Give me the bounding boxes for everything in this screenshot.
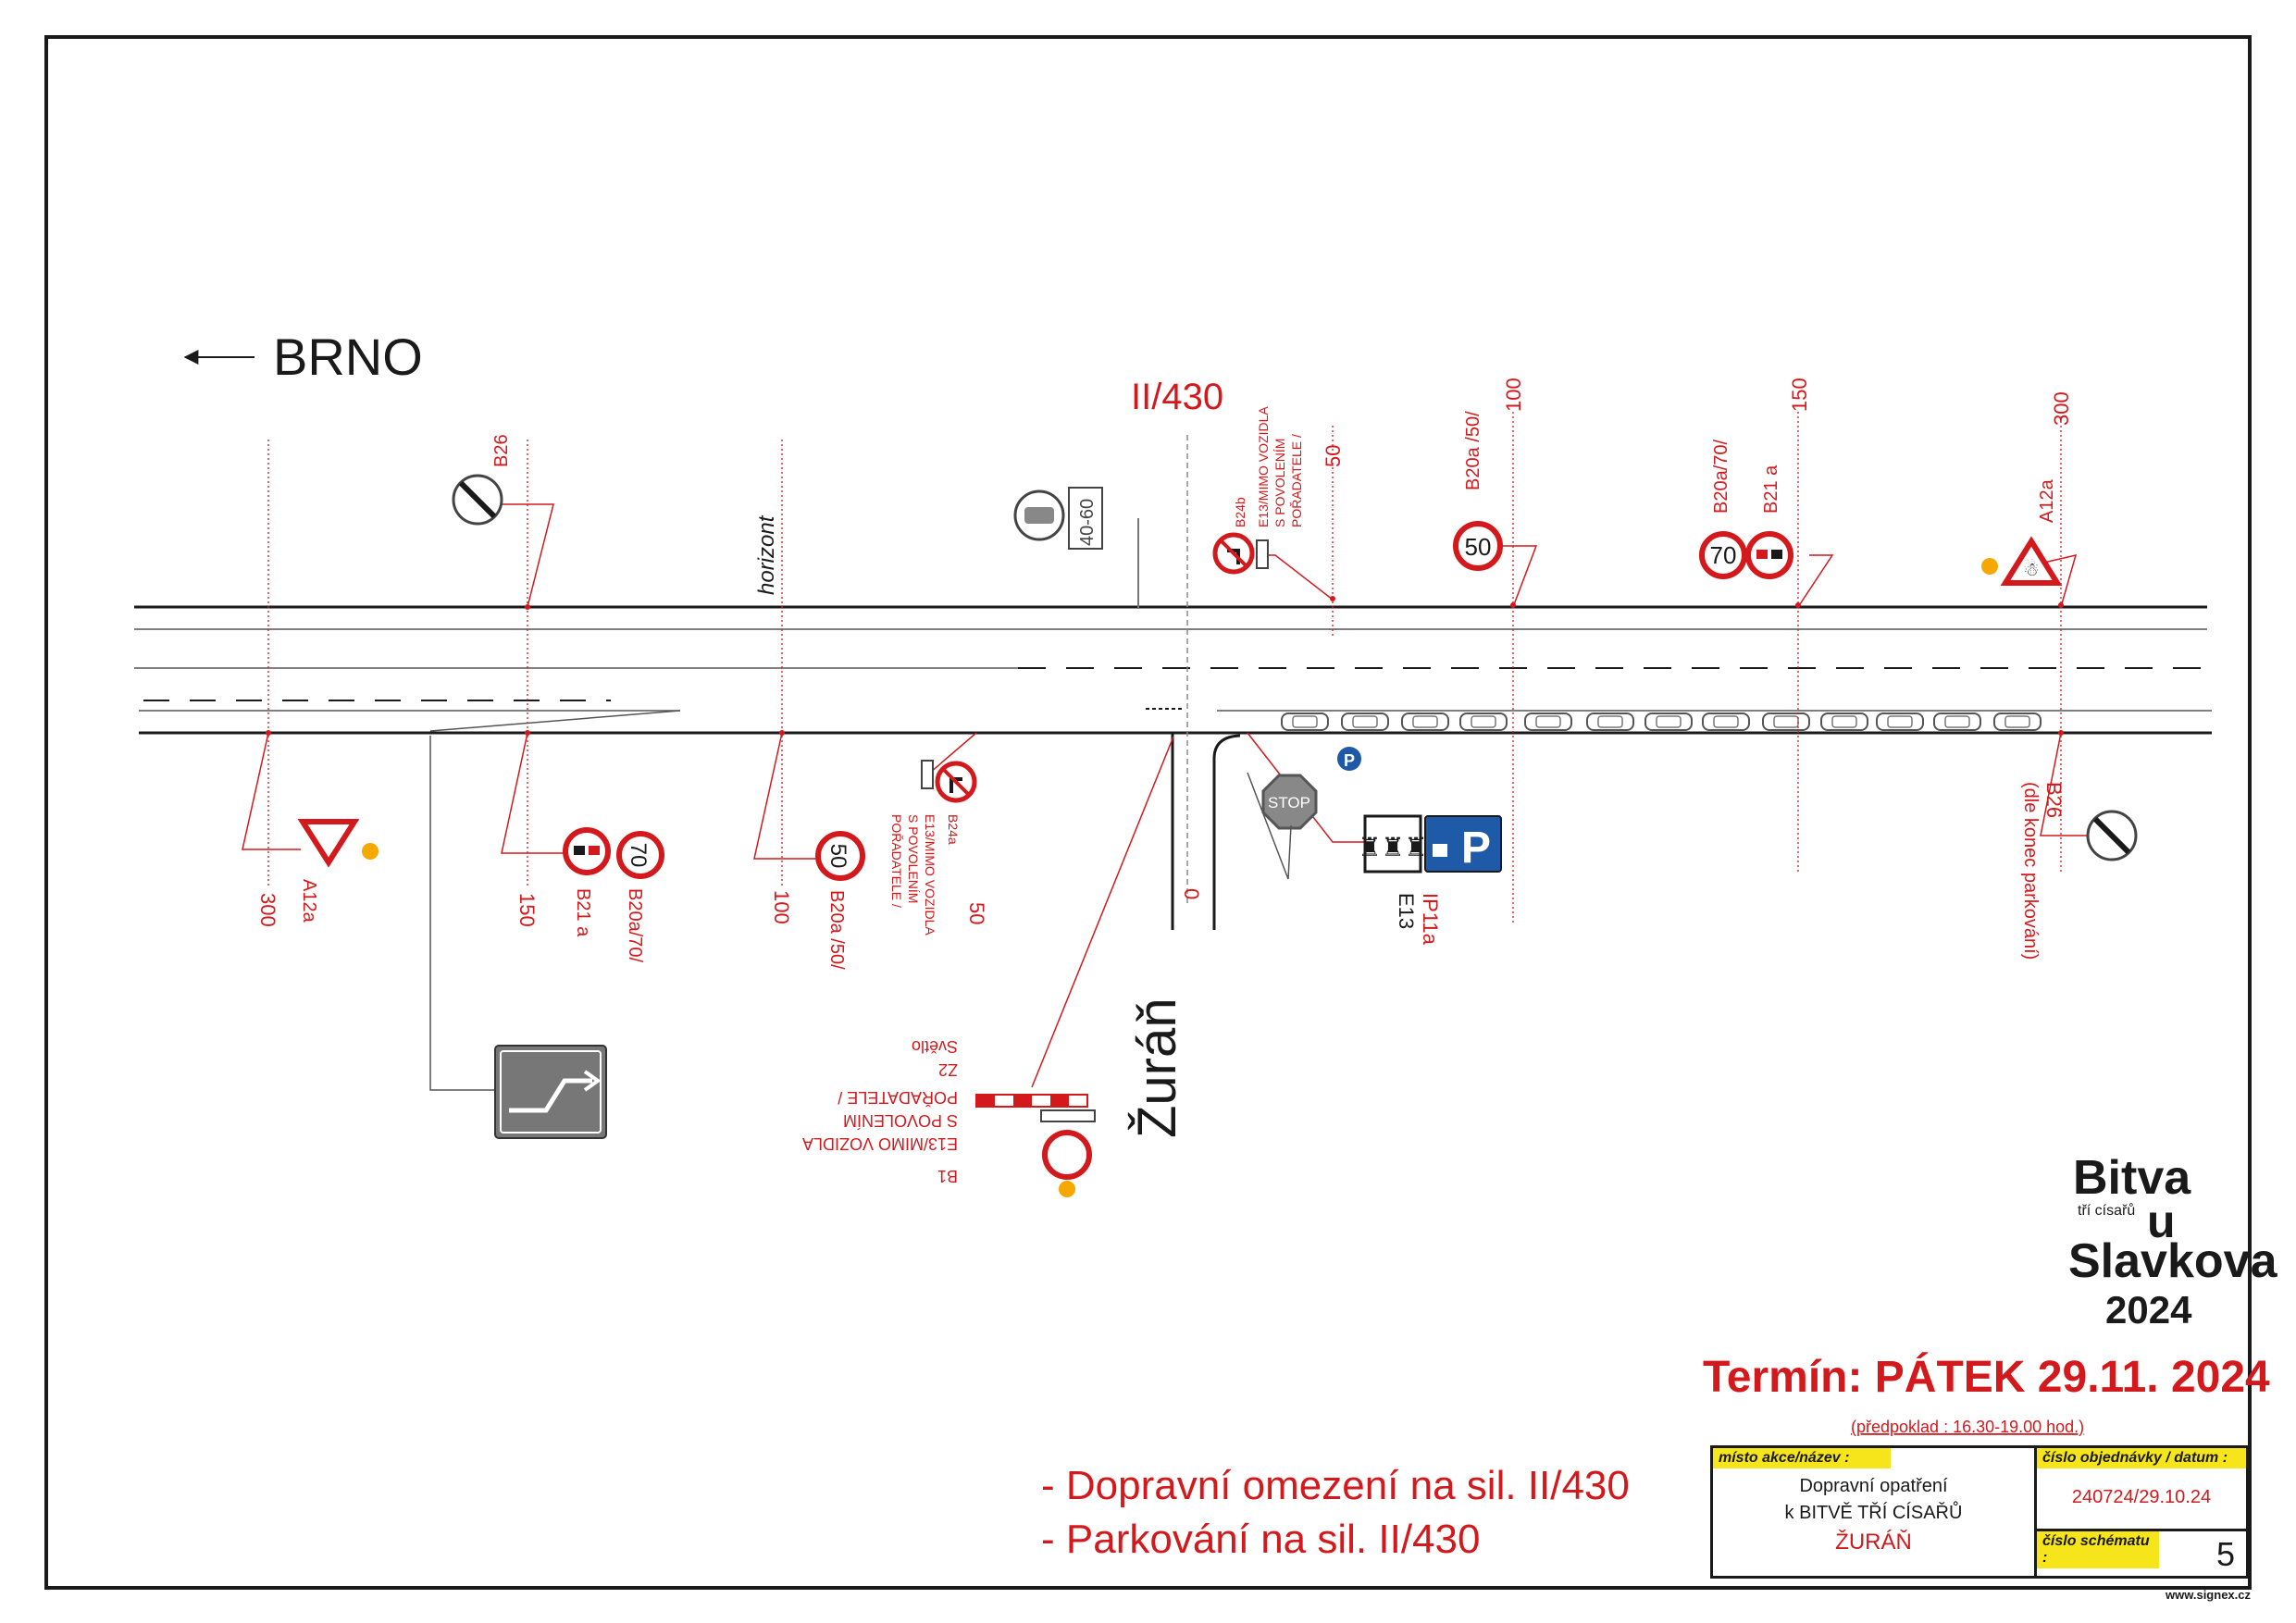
company-url: www.signex.cz bbox=[2165, 1588, 2251, 1602]
b24a-sign bbox=[921, 760, 977, 803]
parking-small-icon: P bbox=[1337, 747, 1361, 771]
speed-70-sign-right: 70 bbox=[1699, 531, 1747, 579]
b26-sign-bottom bbox=[2086, 810, 2138, 861]
speed-70-sign-left: 70 bbox=[616, 831, 664, 879]
svg-text:Světlo: Světlo bbox=[912, 1037, 958, 1056]
svg-text:150: 150 bbox=[1788, 378, 1811, 412]
place-cell: místo akce/název : Dopravní opatření k B… bbox=[1713, 1448, 2037, 1576]
e13-sign: ♜♜♜ bbox=[1358, 814, 1428, 873]
direction-label: BRNO bbox=[273, 328, 423, 386]
place-line2: k BITVĚ TŘÍ CÍSAŘŮ bbox=[1784, 1503, 1963, 1523]
svg-text:E13/MIMO VOZIDLA: E13/MIMO VOZIDLA bbox=[802, 1134, 958, 1153]
svg-text:B20a /50/: B20a /50/ bbox=[826, 890, 847, 970]
a12a-sign-right: ☃ bbox=[1981, 536, 2063, 586]
svg-text:B26: B26 bbox=[2042, 782, 2066, 818]
svg-text:POŘADATELE /: POŘADATELE / bbox=[889, 814, 904, 908]
svg-text:50: 50 bbox=[825, 844, 850, 869]
speed-50-sign-left: 50 bbox=[815, 831, 865, 881]
ip11a-sign: P bbox=[1424, 815, 1502, 873]
svg-text:POŘADATELE /: POŘADATELE / bbox=[1289, 434, 1304, 527]
distance-lines bbox=[267, 412, 2062, 925]
svg-text:E13/MIMO VOZIDLA: E13/MIMO VOZIDLA bbox=[923, 814, 937, 935]
svg-text:P: P bbox=[1344, 751, 1355, 770]
b21a-sign-left bbox=[563, 827, 611, 875]
svg-text:70: 70 bbox=[1710, 541, 1737, 569]
speed-40-60-text: 40-60 bbox=[1077, 499, 1098, 546]
svg-text:50: 50 bbox=[1322, 445, 1345, 467]
detour-sign bbox=[494, 1045, 607, 1139]
note-restriction: - Dopravní omezení na sil. II/430 bbox=[1041, 1463, 1630, 1508]
svg-text:STOP: STOP bbox=[1268, 794, 1310, 812]
svg-text:B21 a: B21 a bbox=[573, 888, 593, 937]
svg-text:E13/MIMO VOZIDLA: E13/MIMO VOZIDLA bbox=[1256, 406, 1271, 527]
svg-text:u: u bbox=[2147, 1196, 2176, 1247]
b21a-sign-right bbox=[1745, 531, 1793, 579]
svg-text:0: 0 bbox=[1180, 888, 1203, 899]
svg-text:♜♜♜: ♜♜♜ bbox=[1358, 833, 1427, 861]
place-header: místo akce/název : bbox=[1713, 1448, 1891, 1468]
svg-text:A12a: A12a bbox=[299, 879, 319, 923]
svg-text:50: 50 bbox=[1465, 533, 1492, 561]
stop-sign: STOP bbox=[1261, 774, 1318, 830]
order-value: 240724/29.10.24 bbox=[2071, 1487, 2212, 1507]
svg-text:100: 100 bbox=[770, 890, 793, 924]
svg-text:S POVOLENÍM: S POVOLENÍM bbox=[1272, 439, 1287, 527]
scheme-value: 5 bbox=[2215, 1535, 2235, 1573]
scheme-header: číslo schématu : bbox=[2037, 1531, 2159, 1568]
term-date: Termín: PÁTEK 29.11. 2024 bbox=[1703, 1352, 2270, 1402]
note-parking: - Parkování na sil. II/430 bbox=[1041, 1517, 1480, 1562]
title-block: místo akce/název : Dopravní opatření k B… bbox=[1710, 1445, 2249, 1579]
b26-sign-top bbox=[452, 474, 503, 526]
svg-text:B20a/70/: B20a/70/ bbox=[625, 888, 645, 963]
svg-text:Z2: Z2 bbox=[938, 1060, 958, 1079]
parked-cars bbox=[1281, 712, 2042, 731]
svg-text:Bitva: Bitva bbox=[2073, 1151, 2191, 1205]
svg-text:B20a/70/: B20a/70/ bbox=[1711, 439, 1731, 514]
event-logo: Bitva tří císařů u Slavkova 2024 bbox=[2068, 1151, 2278, 1332]
svg-text:B1: B1 bbox=[937, 1167, 958, 1185]
svg-text:100: 100 bbox=[1502, 378, 1525, 412]
svg-text:2024: 2024 bbox=[2105, 1288, 2192, 1332]
term-note: (předpoklad : 16.30-19.00 hod.) bbox=[1851, 1418, 2084, 1436]
drawing-frame bbox=[44, 35, 2252, 1590]
svg-text:B24b: B24b bbox=[1233, 497, 1247, 527]
order-cell: číslo objednávky / datum : 240724/29.10.… bbox=[2037, 1448, 2246, 1531]
svg-text:150: 150 bbox=[515, 893, 539, 927]
place-line3: ŽURÁŇ bbox=[1835, 1530, 1912, 1555]
leader-lines bbox=[242, 503, 2087, 1088]
road bbox=[134, 605, 2212, 930]
scheme-cell: číslo schématu : 5 bbox=[2037, 1531, 2246, 1576]
svg-text:☃: ☃ bbox=[2023, 558, 2040, 580]
svg-text:(dle konec parkování): (dle konec parkování) bbox=[2020, 782, 2041, 960]
b26-top-label: B26 bbox=[491, 434, 512, 467]
svg-text:B20a /50/: B20a /50/ bbox=[1463, 411, 1483, 490]
place-line1: Dopravní opatření bbox=[1799, 1476, 1948, 1496]
svg-text:P: P bbox=[1461, 824, 1491, 873]
village-name: Žuráň bbox=[1127, 997, 1187, 1138]
b24b-sign bbox=[1212, 532, 1269, 575]
barrier bbox=[975, 1094, 1096, 1197]
svg-text:B24a: B24a bbox=[946, 814, 961, 845]
svg-text:Slavkova: Slavkova bbox=[2068, 1234, 2278, 1288]
horizon-label: horizont bbox=[754, 514, 779, 595]
svg-text:S POVOLENÍM: S POVOLENÍM bbox=[906, 814, 921, 903]
svg-text:A12a: A12a bbox=[2037, 478, 2057, 523]
svg-text:300: 300 bbox=[2050, 391, 2073, 426]
svg-text:50: 50 bbox=[965, 902, 988, 924]
speed-40-60-sign: 40-60 bbox=[1013, 487, 1103, 550]
svg-text:POŘADATELE /: POŘADATELE / bbox=[838, 1088, 958, 1107]
a12a-sign-left bbox=[297, 819, 379, 868]
svg-text:70: 70 bbox=[626, 843, 651, 868]
svg-text:E13: E13 bbox=[1395, 893, 1418, 929]
order-header: číslo objednávky / datum : bbox=[2037, 1448, 2246, 1468]
svg-text:300: 300 bbox=[256, 893, 279, 927]
svg-text:S POVOLENÍM: S POVOLENÍM bbox=[843, 1111, 958, 1130]
road-name: II/430 bbox=[1131, 377, 1223, 417]
svg-text:B21 a: B21 a bbox=[1761, 465, 1781, 514]
svg-text:tří císařů: tří císařů bbox=[2078, 1202, 2135, 1219]
svg-text:IP11a: IP11a bbox=[1419, 893, 1442, 946]
speed-50-sign-right: 50 bbox=[1453, 521, 1503, 571]
